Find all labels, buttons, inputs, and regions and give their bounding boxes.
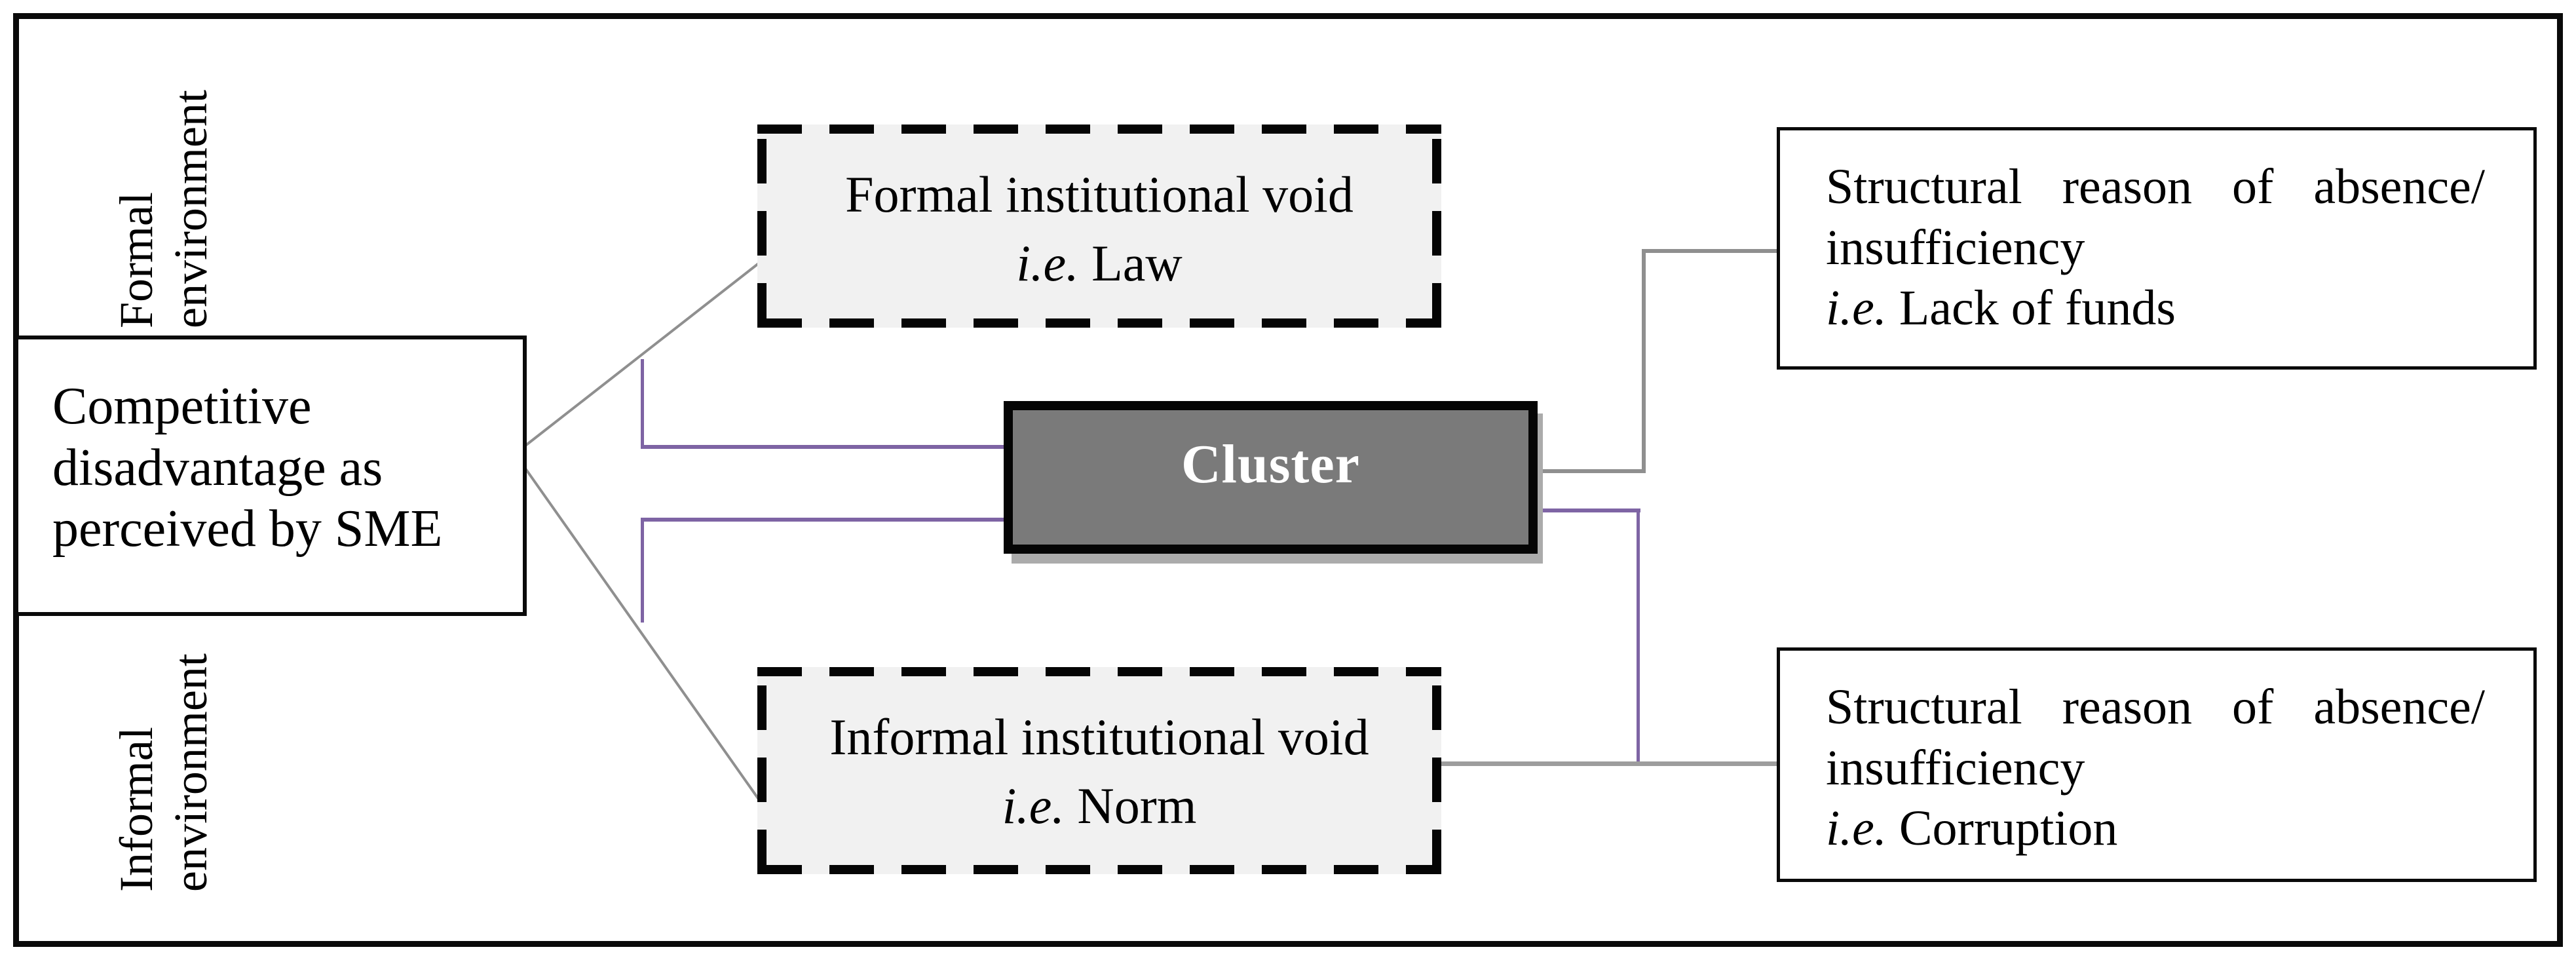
formal-void-title: Formal institutional void (845, 166, 1354, 223)
label-formal-environment: Formal environment (110, 90, 217, 328)
formal-void-ie: i.e. (1016, 235, 1079, 292)
connector-purple-upper-left-horizontal (641, 445, 1005, 449)
reason-top-body: Structural reason of absence/​insufficie… (1826, 159, 2485, 275)
cluster-box: Cluster (1004, 401, 1538, 554)
reason-bottom-example: Corruption (1886, 801, 2118, 856)
connector-purple-upper-left-vertical (641, 359, 644, 449)
label-informal-environment: Informal environment (110, 653, 217, 892)
reason-top-example: Lack of funds (1886, 280, 2176, 336)
formal-void-example: Law (1078, 235, 1183, 292)
connector-cluster-to-reason-top-horizontal1 (1538, 469, 1646, 473)
informal-void-ie: i.e. (1002, 777, 1065, 835)
reason-top-box: Structural reason of absence/​insufficie… (1777, 127, 2537, 370)
connector-purple-lower-left-vertical (641, 518, 644, 623)
competitive-disadvantage-text: Competitive disadvantage as perceived by… (52, 377, 443, 558)
connector-cluster-to-reason-top-horizontal2 (1642, 249, 1778, 253)
reason-bottom-ie: i.e. (1826, 801, 1887, 856)
cluster-label: Cluster (1181, 434, 1360, 495)
connector-informal-void-to-reason-bottom (1439, 761, 1778, 766)
competitive-disadvantage-box: Competitive disadvantage as perceived by… (14, 336, 527, 616)
formal-void-box: Formal institutional void i.e. Law (757, 125, 1441, 328)
connector-cluster-to-reason-top-vertical (1642, 249, 1646, 473)
connector-cluster-to-bottom-vertical (1637, 509, 1640, 765)
reason-bottom-body: Structural reason of absence/​insufficie… (1826, 680, 2485, 796)
reason-bottom-box: Structural reason of absence/​insufficie… (1777, 647, 2537, 882)
informal-void-title: Informal institutional void (829, 708, 1369, 765)
informal-void-box: Informal institutional void i.e. Norm (757, 667, 1441, 874)
connector-purple-lower-left-horizontal (641, 518, 1005, 522)
reason-bottom-example-line: i.e. Corruption (1826, 798, 2485, 859)
connector-cluster-to-bottom-horizontal (1538, 509, 1640, 512)
informal-void-example: Norm (1064, 777, 1197, 835)
informal-void-example-line: i.e. Norm (757, 771, 1441, 840)
reason-top-example-line: i.e. Lack of funds (1826, 278, 2485, 339)
reason-top-ie: i.e. (1826, 280, 1887, 336)
formal-void-example-line: i.e. Law (757, 229, 1441, 298)
